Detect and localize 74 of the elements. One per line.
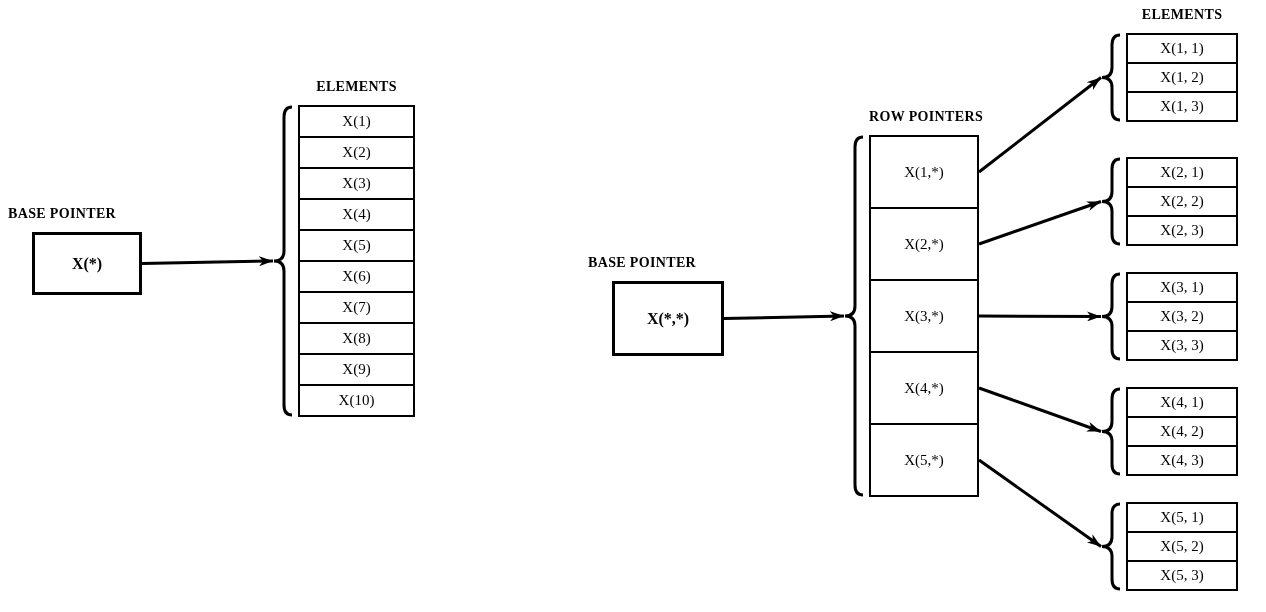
cell-label: X(4,*): [904, 378, 944, 398]
arrow: [978, 458, 1102, 548]
array-cell: [1126, 560, 1238, 591]
cell-label: X(4, 2): [1160, 422, 1204, 442]
arrow: [978, 76, 1102, 174]
array-cell: [1126, 330, 1238, 361]
cell-label: X(2,*): [904, 234, 944, 254]
pointer-heading: BASE POINTER: [588, 254, 697, 272]
arrow: [978, 386, 1102, 433]
array-cell: [1126, 62, 1238, 93]
cell-label: X(5): [342, 236, 371, 256]
cell-label: X(7): [342, 298, 371, 318]
group-heading: ELEMENTS: [1140, 6, 1224, 24]
group-heading: ROW POINTERS: [868, 108, 984, 126]
cell-label: X(10): [338, 391, 375, 411]
array-cell: [298, 105, 415, 138]
array-cell: [1126, 416, 1238, 447]
array-cell: [1126, 91, 1238, 122]
array-cell: [1126, 445, 1238, 476]
array-cell: [869, 207, 979, 281]
array-cell: [298, 229, 415, 262]
cell-label: X(3): [342, 174, 371, 194]
array-cell: [869, 351, 979, 425]
array-cell: [1126, 215, 1238, 246]
cell-label: X(2): [342, 143, 371, 163]
cell-label: X(3,*): [904, 306, 944, 326]
array-cell: [298, 198, 415, 231]
arrow: [723, 311, 845, 322]
array-cell: [1126, 272, 1238, 303]
array-cell: [869, 423, 979, 497]
arrow: [141, 256, 274, 267]
group-heading: ELEMENTS: [315, 78, 398, 96]
cell-label: X(2, 2): [1160, 192, 1204, 212]
array-cell: [1126, 531, 1238, 562]
cell-label: X(4): [342, 205, 371, 225]
cell-label: X(3, 3): [1160, 336, 1204, 356]
array-cell: [869, 135, 979, 209]
cell-label: X(1, 3): [1160, 97, 1204, 117]
cell-label: X(5, 2): [1160, 537, 1204, 557]
cell-label: X(4, 1): [1160, 393, 1204, 413]
array-cell: [298, 136, 415, 169]
array-cell: [869, 279, 979, 353]
cell-label: X(3, 2): [1160, 307, 1204, 327]
array-cell: [1126, 186, 1238, 217]
array-cell: [1126, 157, 1238, 188]
array-cell: [1126, 387, 1238, 418]
cell-label: X(5, 1): [1160, 508, 1204, 528]
cell-label: X(9): [342, 360, 371, 380]
array-cell: [1126, 33, 1238, 64]
cell-label: X(2, 3): [1160, 221, 1204, 241]
cell-label: X(5,*): [904, 450, 944, 470]
pointer-label: X(*,*): [646, 308, 690, 330]
cell-label: X(2, 1): [1160, 163, 1204, 183]
pointer-heading: BASE POINTER: [8, 205, 117, 223]
array-cell: [298, 353, 415, 386]
arrow: [978, 200, 1102, 246]
array-cell: [298, 260, 415, 293]
array-cell: [1126, 301, 1238, 332]
array-cell: [298, 322, 415, 355]
cell-label: X(5, 3): [1160, 566, 1204, 586]
cell-label: X(1,*): [904, 162, 944, 182]
cell-label: X(6): [342, 267, 371, 287]
array-cell: [298, 167, 415, 200]
cell-label: X(8): [342, 329, 371, 349]
arrow: [979, 311, 1101, 322]
cell-label: X(4, 3): [1160, 451, 1204, 471]
array-cell: [1126, 502, 1238, 533]
pointer-label: X(*): [71, 253, 103, 275]
array-cell: [298, 291, 415, 324]
cell-label: X(1, 2): [1160, 68, 1204, 88]
cell-label: X(1): [342, 112, 371, 132]
cell-label: X(3, 1): [1160, 278, 1204, 298]
cell-label: X(1, 1): [1160, 39, 1204, 59]
array-cell: [298, 384, 415, 417]
